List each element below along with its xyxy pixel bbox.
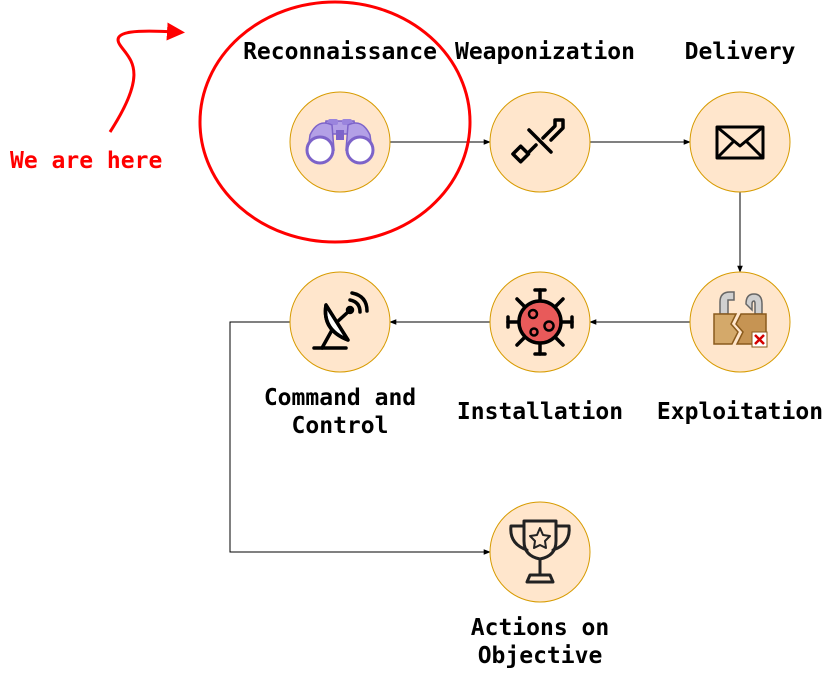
callout-text: We are here <box>10 148 163 174</box>
binoculars-icon <box>305 119 375 165</box>
node-delivery <box>689 91 791 193</box>
connector-c2-actions <box>229 321 491 555</box>
sword-icon <box>511 118 565 164</box>
highlight-ellipse <box>198 0 472 244</box>
label-reconnaissance: Reconnaissance <box>243 39 437 65</box>
label-exploitation: Exploitation <box>656 399 824 425</box>
broken-lock-icon <box>713 291 768 348</box>
trophy-icon <box>509 519 571 584</box>
callout-arrow <box>108 22 185 133</box>
label-delivery: Delivery <box>684 39 796 65</box>
label-actions-on-objective: Actions on Objective <box>470 615 610 669</box>
label-weaponization: Weaponization <box>454 39 635 65</box>
envelope-icon <box>715 125 765 160</box>
virus-icon <box>506 288 574 356</box>
label-command-and-control: Command and Control <box>263 385 417 439</box>
node-command-and-control <box>289 271 391 373</box>
label-installation: Installation <box>456 399 624 425</box>
node-actions-on-objective <box>489 501 591 603</box>
node-reconnaissance <box>289 91 391 193</box>
satellite-dish-icon <box>312 291 369 350</box>
